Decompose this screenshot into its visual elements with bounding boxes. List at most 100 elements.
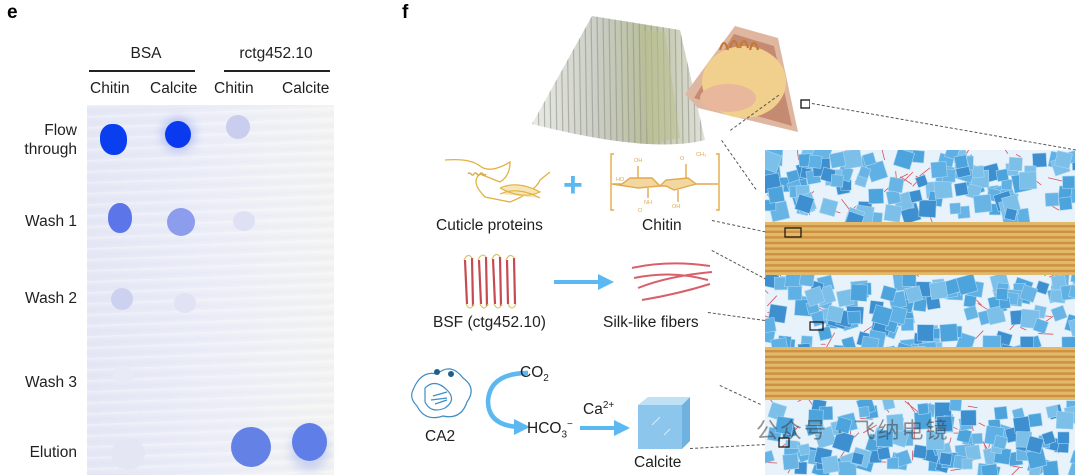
silk-fiber-strand [766,295,778,307]
calcite-cube [1034,280,1050,296]
row-label-wash-3: Wash 3 [25,374,77,391]
calcite-cube [960,409,977,427]
row-label-wash-2: Wash 2 [25,290,77,307]
silk-fiber-strand [863,325,874,333]
zoom-box [778,437,790,448]
label-chitin: Chitin [642,217,682,234]
chitin-lamella [765,361,1075,364]
calcite-cube [767,401,788,422]
calcite-cube [926,431,945,450]
chitin-lamella [765,236,1075,239]
label-bsf: BSF (ctg452.10) [433,314,546,331]
calcite-cube [794,193,815,214]
chitin-lamella [765,269,1075,273]
chitin-lamella [765,264,1075,267]
calcite-cube [908,189,923,204]
composite-structure-render [765,150,1075,475]
connector-line [811,103,1076,151]
calcite-cube [995,287,1009,301]
calcite-cube [857,165,872,180]
calcite-cube [918,199,937,218]
hco3-subscript: 3 [561,429,568,441]
spot-wash2-bsa-calcite [174,293,196,313]
arrow-right-icon [580,420,630,436]
calcite-cube [917,402,930,415]
silk-fiber-strand [907,401,916,413]
label-silk-like-fibers: Silk-like fibers [603,314,699,331]
spot-flow-rctg-chitin [226,115,250,139]
calcite-cube [1058,196,1073,211]
calcite-cube [916,324,935,342]
spot-wash3-bsa-chitin [113,365,133,385]
calcite-cube [933,179,953,200]
silk-fiber-strand [881,150,885,161]
group-label-rctg: rctg452.10 [239,45,313,62]
calcite-cube [1068,316,1075,337]
group-rule-rctg [224,70,330,72]
spot-wash1-rctg-chitin [233,211,255,231]
row-label-wash-1: Wash 1 [25,213,77,230]
chitin-lamella [765,366,1075,370]
calcite-cube [1062,175,1075,189]
spot-wash1-bsa-chitin [108,203,132,233]
chitin-lamella [765,389,1075,392]
calcite-cube [825,304,845,324]
calcite-cube [830,174,844,188]
calcite-cube [972,193,993,214]
chitin-lamella [765,378,1075,381]
zoom-box [784,227,802,238]
column-label-rctg-chitin: Chitin [214,80,254,97]
ca-text: Ca [583,401,603,419]
calcite-cube [765,150,783,174]
calcite-cube [821,455,840,474]
silk-fiber-strand [826,332,836,348]
calcite-cube [912,444,928,460]
silk-fiber-strand [975,330,984,340]
barnacle-cross-section [685,26,810,132]
calcite-cube [767,185,786,204]
ca-superscript: 2+ [602,400,615,411]
calcite-cube [964,444,982,462]
calcite-cube [847,310,862,325]
cuticle-protein-icon [444,158,551,203]
calcite-cube [875,429,894,448]
svg-text:CH₃: CH₃ [696,152,706,158]
calcite-cube [787,286,802,301]
calcite-cube [1012,415,1031,435]
plus-icon: + [563,166,583,204]
column-label-rctg-calcite: Calcite [282,80,330,97]
calcite-cube [949,398,963,412]
spot-elution-bsa-chitin [111,438,145,470]
panel-f-letter: f [402,2,409,23]
silk-fiber-strand [978,422,986,427]
panel-e-letter: e [7,2,18,23]
connector-line [711,220,771,234]
row-label-line2: through [24,141,77,158]
hco3-superscript: − [567,419,573,430]
row-label-line1: Flow [44,122,77,139]
silk-fiber-strand [900,176,913,185]
calcite-cube [879,285,897,303]
silk-fiber-strand [950,468,962,471]
svg-text:NH: NH [644,200,652,206]
calcite-cube [883,204,903,223]
chitin-lamella [765,253,1075,256]
group-label-bsa: BSA [130,45,162,62]
silk-fiber-strand [1048,177,1063,182]
calcite-cube [963,305,979,321]
row-label-flow-through: Flow through [7,121,77,159]
chitin-lamella [765,247,1075,250]
chitin-lamella [765,258,1075,261]
calcite-cube [904,285,924,304]
calcite-cube [870,304,894,327]
calcite-cube [1019,284,1039,303]
silk-fiber-strand [765,289,769,294]
calcite-cube [1032,152,1048,168]
calcite-cube [819,197,839,217]
chitin-lamella [765,372,1075,375]
spot-flow-bsa-chitin [100,124,127,155]
ca2-enzyme-icon [411,368,472,419]
calcite-cube [828,151,847,169]
group-rule-bsa [89,70,195,72]
calcite-cube [887,176,905,194]
